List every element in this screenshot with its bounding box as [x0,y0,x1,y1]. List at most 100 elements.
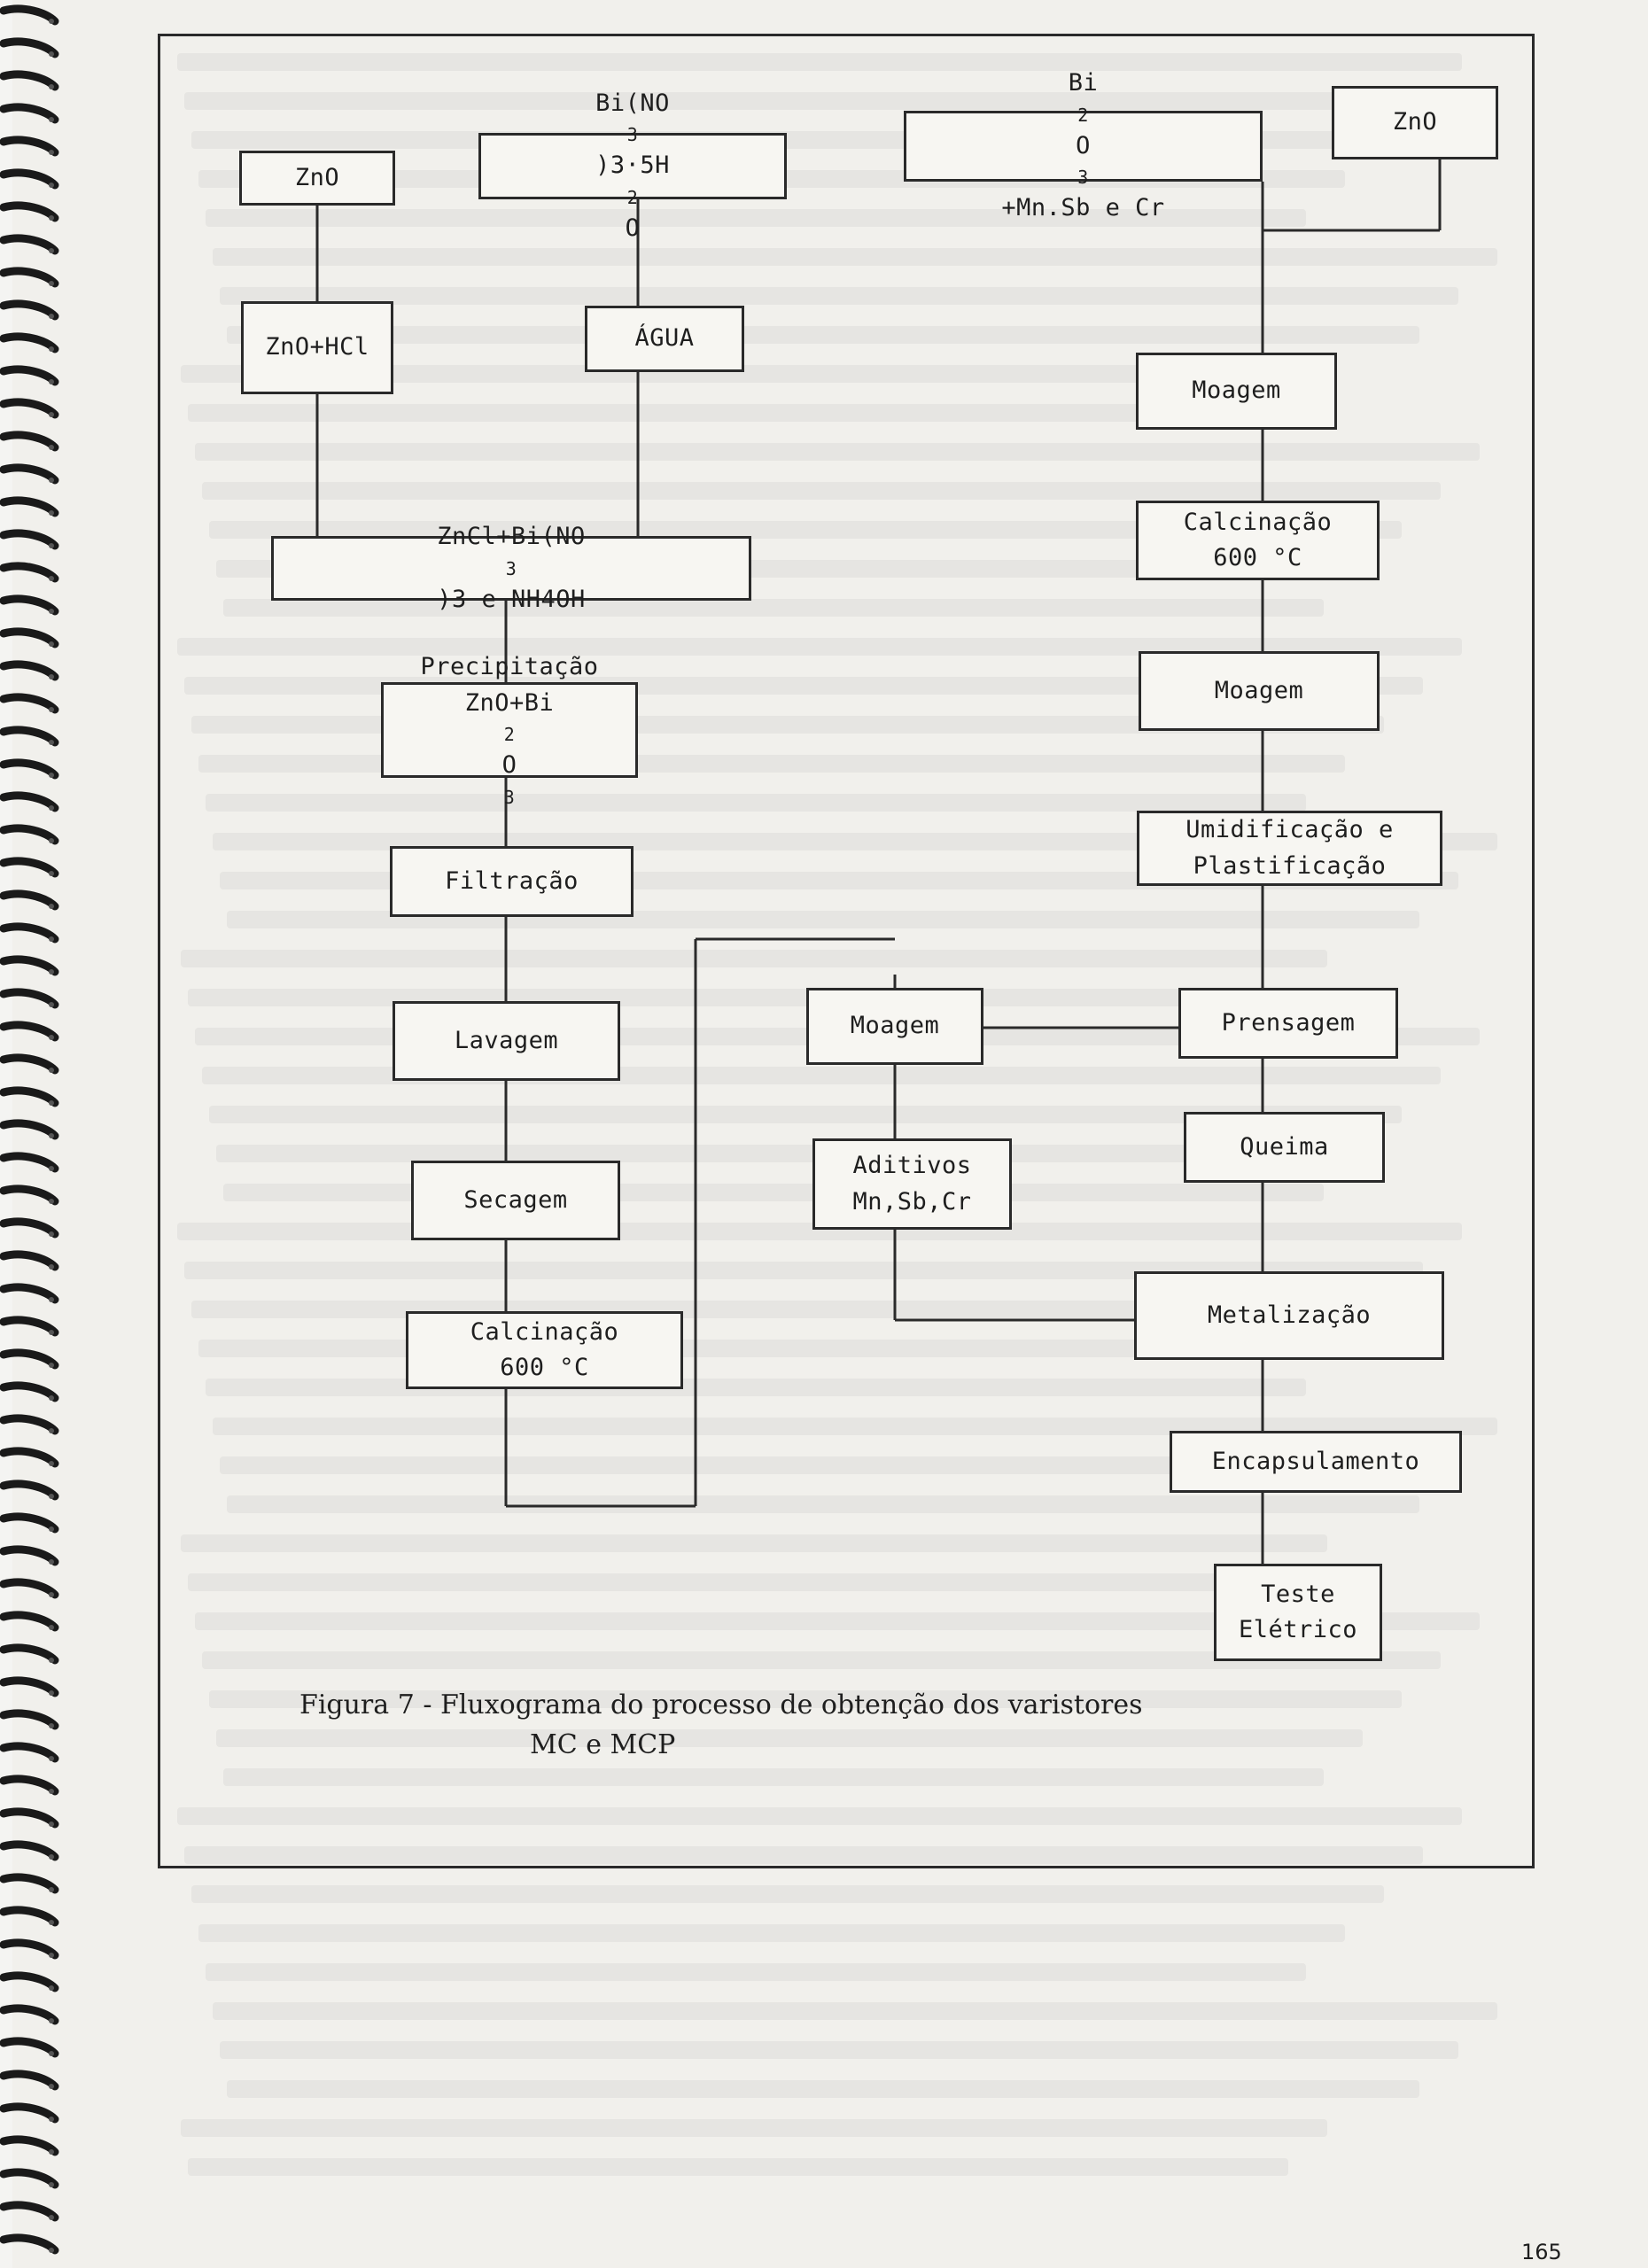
binding-hole [49,346,54,352]
box-encapsulamento: Encapsulamento [1170,1431,1462,1493]
binding-hole [49,1526,54,1532]
ghost-text-line [188,404,1288,422]
box-lavagem: Lavagem [393,1001,620,1081]
ghost-text-line [188,1573,1288,1591]
binding-hole [49,1297,54,1302]
ghost-text-line [181,365,1327,383]
binding-hole [49,1035,54,1040]
ghost-text-line [220,2041,1458,2059]
ghost-text-line [184,1262,1423,1279]
ghost-text-line [220,1456,1458,1474]
figure-caption: Figura 7 - Fluxograma do processo de obt… [299,1685,1540,1765]
binding-hole [49,1887,54,1892]
binding-hole [49,1625,54,1630]
binding-hole [49,1428,54,1433]
binding-hole [49,609,54,614]
binding-hole [49,2051,54,2056]
binding-hole [49,1559,54,1565]
ghost-text-line [223,599,1324,617]
binding-hole [49,1068,54,1073]
binding-hole [49,183,54,188]
box-moagem-2: Moagem [1139,651,1380,731]
binding-hole [49,1690,54,1696]
ghost-text-line [206,794,1306,812]
binding-hole [49,2018,54,2023]
box-secagem: Secagem [411,1161,620,1240]
binding-hole [49,1821,54,1827]
binding-hole [49,1461,54,1466]
binding-hole [49,2149,54,2155]
ghost-text-line [184,92,1423,110]
ghost-text-line [223,1768,1324,1786]
binding-hole [49,117,54,122]
ghost-text-line [216,1145,1363,1162]
ghost-text-line [202,1651,1441,1669]
page-number: 165 [1521,2240,1562,2264]
ghost-text-line [216,1729,1363,1747]
binding-hole [49,1723,54,1728]
ghost-text-line [202,482,1441,500]
ghost-text-line [191,1885,1384,1903]
ghost-text-line [213,248,1497,266]
binding-hole [49,1854,54,1860]
figure-frame [158,34,1535,1868]
ghost-text-line [198,1924,1345,1942]
binding-hole [49,1100,54,1106]
binding-hole [49,2215,54,2220]
binding-hole [49,1985,54,1991]
binding-hole [49,1953,54,1958]
binding-hole [49,1920,54,1925]
binding-hole [49,314,54,319]
binding-hole [49,379,54,384]
binding-hole [49,1231,54,1237]
ghost-text-line [188,2158,1288,2176]
binding-hole [49,740,54,745]
box-moagem-middle: Moagem [806,988,983,1065]
binding-hole [49,674,54,680]
binding-hole [49,1264,54,1270]
binding-hole [49,510,54,516]
box-agua: ÁGUA [585,306,744,372]
binding-hole [49,281,54,286]
box-zno-left: ZnO [239,151,395,206]
binding-hole [49,215,54,221]
binding-hole [49,478,54,483]
caption-line-1: Figura 7 - Fluxograma do processo de obt… [299,1689,1143,1720]
caption-line-2: MC e MCP [530,1729,676,1760]
binding-hole [49,1330,54,1335]
binding-hole [49,1133,54,1138]
ghost-text-line [181,1534,1327,1552]
binding-hole [49,904,54,909]
binding-hole [49,871,54,876]
box-metalizacao: Metalização [1134,1271,1444,1360]
ghost-text-line [209,521,1402,539]
binding-hole [49,1494,54,1499]
binding-hole [49,1395,54,1401]
ghost-text-line [220,287,1458,305]
box-filtracao: Filtração [390,846,634,917]
ghost-text-line [181,950,1327,967]
ghost-text-line [227,1495,1419,1513]
binding-hole [49,1789,54,1794]
box-prensagem: Prensagem [1178,988,1398,1059]
binding-hole [49,543,54,548]
binding-hole [49,838,54,843]
binding-hole [49,19,54,24]
ghost-text-line [195,1612,1480,1630]
ghost-text-line [184,1846,1423,1864]
ghost-text-line [177,53,1462,71]
ghost-text-line [195,443,1480,461]
ghost-text-line [177,1807,1462,1825]
box-queima: Queima [1184,1112,1385,1183]
ghost-text-line [181,2119,1327,2137]
binding-hole [49,576,54,581]
